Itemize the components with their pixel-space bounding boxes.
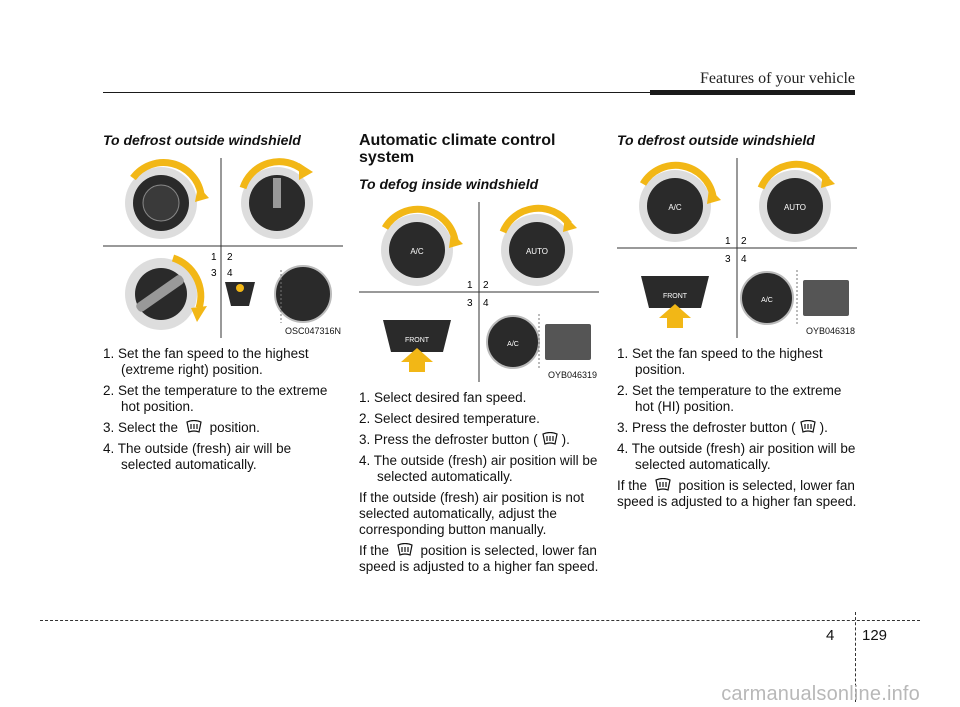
figure-label-3: 3 (211, 268, 217, 279)
knob-label-auto: AUTO (526, 247, 548, 256)
section-subtitle: To defrost outside windshield (103, 132, 301, 148)
step-4: 4. The outside (fresh) air will be selec… (103, 441, 292, 472)
watermark: carmanualsonline.info (721, 683, 920, 705)
step-4: 4. The outside (fresh) air position will… (359, 453, 598, 484)
knob-label-ac-small: A/C (507, 341, 519, 348)
knob-label-ac-small: A/C (761, 297, 773, 304)
step-1: 1. Set the fan speed to the highest posi… (617, 346, 823, 377)
figure-code: OYB046318 (805, 326, 855, 336)
figure-label-2: 2 (741, 236, 747, 247)
figure-label-4: 4 (227, 268, 233, 279)
knob-label-ac: A/C (410, 247, 424, 256)
figure-label-1: 1 (725, 236, 731, 247)
step-2: 2. Set the temperature to the extreme ho… (617, 383, 842, 414)
windshield-defrost-icon (541, 432, 558, 445)
windshield-defrost-icon (186, 420, 202, 433)
paragraph-fan-speed: If the position is selected, lower fan s… (617, 478, 857, 509)
figure-automatic-defrost: A/C AUTO FRONT A/C 1 2 3 4 OYB046318 (617, 158, 857, 338)
knob-label-auto: AUTO (784, 203, 806, 212)
steps-list: 1. Select desired fan speed. 2. Select d… (359, 390, 599, 485)
steps-list: 1. Set the fan speed to the highest (ext… (103, 346, 343, 473)
figure-label-1: 1 (211, 252, 217, 263)
figure-label-3: 3 (467, 298, 473, 309)
step-3: 3. Select the position. (103, 420, 260, 435)
button-label-front: FRONT (663, 293, 688, 300)
chapter-number: 4 (826, 627, 835, 644)
section-title: Automatic climate control system (359, 132, 556, 166)
section-subtitle: To defrost outside windshield (617, 132, 815, 148)
figure-label-1: 1 (467, 280, 473, 291)
section-subtitle: To defog inside windshield (359, 176, 539, 192)
paragraph-manual-adjust: If the outside (fresh) air position is n… (359, 490, 585, 537)
step-1: 1. Select desired fan speed. (359, 390, 527, 405)
figure-label-3: 3 (725, 254, 731, 265)
header-rule (103, 92, 855, 93)
step-4: 4. The outside (fresh) air position will… (617, 441, 856, 472)
figure-label-2: 2 (227, 252, 233, 263)
step-2: 2. Select desired temperature. (359, 411, 540, 426)
footer-divider (855, 612, 856, 702)
figure-label-2: 2 (483, 280, 489, 291)
step-2: 2. Set the temperature to the extreme ho… (103, 383, 328, 414)
figure-label-4: 4 (483, 298, 489, 309)
figure-code: OSC047316N (284, 326, 341, 336)
step-3: 3. Press the defroster button (). (617, 420, 828, 435)
figure-automatic-control: A/C AUTO FRONT A/C 1 2 3 4 OYB046319 (359, 202, 599, 382)
windshield-defrost-icon (655, 478, 671, 491)
figure-label-4: 4 (741, 254, 747, 265)
steps-list: 1. Set the fan speed to the highest posi… (617, 346, 857, 473)
figure-manual-control: 1 2 3 4 OSC047316N (103, 158, 343, 338)
step-1: 1. Set the fan speed to the highest (ext… (103, 346, 309, 377)
column-middle: Automatic climate control system To defo… (359, 132, 599, 580)
page-number: 129 (862, 627, 888, 644)
column-right: To defrost outside windshield A/C AUTO F… (617, 132, 857, 515)
windshield-defrost-icon (799, 420, 816, 433)
windshield-defrost-icon (397, 543, 413, 556)
paragraph-fan-speed: If the position is selected, lower fan s… (359, 543, 599, 574)
button-label-front: FRONT (405, 337, 430, 344)
header-title: Features of your vehicle (699, 70, 855, 87)
knob-label-ac: A/C (668, 203, 682, 212)
step-3: 3. Press the defroster button (). (359, 432, 570, 447)
column-left: To defrost outside windshield (103, 132, 343, 478)
footer-rule (40, 620, 920, 621)
figure-code: OYB046319 (547, 370, 597, 380)
header-bar (650, 90, 855, 95)
